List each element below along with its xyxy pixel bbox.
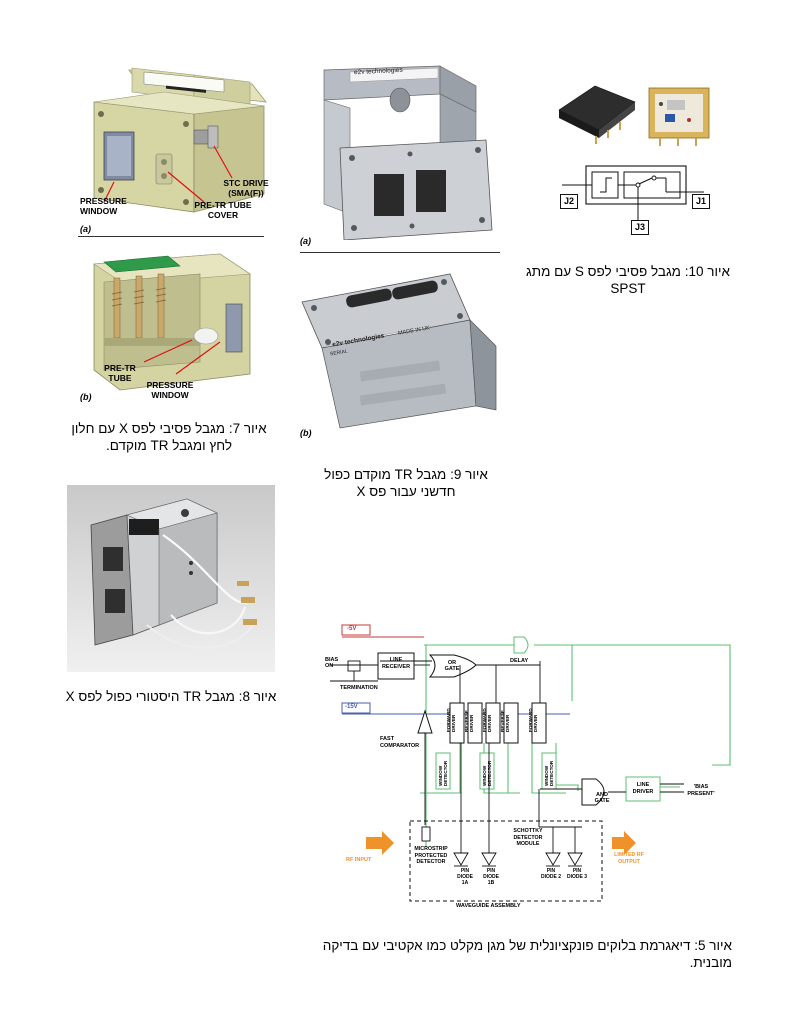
fig7a-stc-drive-label: STC DRIVE (SMA(F)) (223, 178, 269, 198)
fig9b-image (301, 273, 497, 429)
fig7-divider (78, 236, 264, 237)
fig9-divider (300, 252, 500, 253)
fig5-line-receiver-label: LINE RECEIVER (381, 657, 411, 670)
fig5-diagram (330, 624, 731, 902)
fig7b-pre-tr-tube-label: PRE-TR TUBE (104, 363, 136, 383)
fig5-delay-label: DELAY (510, 658, 529, 664)
fig7b-tag: (b) (80, 392, 92, 402)
fig7a-tag: (a) (80, 224, 91, 234)
fig7b-image (93, 253, 251, 391)
fig7a-pre-tr-cover-label: PRE-TR TUBE COVER (194, 200, 252, 220)
fig5-window-detector-1: WINDOW DETECTOR (438, 760, 448, 786)
fig7a-pressure-window-label: PRESSURE WINDOW (80, 196, 127, 216)
fig5-bias-on-label: BIAS ON (325, 657, 339, 669)
fig5-reverse-driver-2: REVERSE DRIVER (500, 710, 510, 732)
fig5-limited-rf-label: LIMITED RF OUTPUT (614, 852, 644, 865)
fig5-minus15v-label: -15V (345, 704, 358, 710)
fig10-j2-label: J2 (560, 194, 578, 209)
fig5-window-detector-2: WINDOW DETECTOR (482, 760, 492, 786)
fig5-waveguide-label: WAVEGUIDE ASSEMBLY (456, 903, 521, 909)
fig9a-image (323, 65, 493, 240)
fig5-bias-present-label: 'BIAS PRESENT' (687, 784, 715, 797)
fig5-forward-driver-3: FORWARD DRIVER (528, 708, 538, 732)
fig10-j3-label: J3 (631, 220, 649, 235)
fig9a-tag: (a) (300, 236, 311, 246)
fig7b-pressure-window-label: PRESSURE WINDOW (146, 380, 194, 400)
fig10-photo (558, 85, 710, 146)
fig5-caption: איור 5: דיאגרמת בלוקים פונקציונלית של מג… (322, 938, 732, 970)
fig5-forward-driver-1: FORWARD DRIVER (446, 708, 456, 732)
fig10-schematic (562, 165, 704, 220)
fig9-caption: איור 9: מגבל TR מוקדם כפול חדשני עבור פס… (324, 467, 488, 499)
fig7a-image (93, 67, 267, 213)
fig5-pin1b-label: PIN DIODE 1B (483, 868, 499, 886)
fig5-and-gate-label: AND GATE (594, 792, 610, 804)
fig5-minus5v-label: -5V (347, 626, 357, 632)
fig8-caption: איור 8: מגבל TR היסטורי כפול לפס X (65, 689, 277, 704)
fig7-caption: איור 7: מגבל פסיבי לפס X עם חלון לחץ ומג… (71, 421, 267, 453)
fig8-image (67, 485, 275, 672)
fig5-pin3-label: PIN DIODE 3 (566, 868, 587, 880)
fig5-schottky-label: SCHOTTKY DETECTOR MODULE (513, 828, 543, 847)
fig5-reverse-driver-1: REVERSE DRIVER (464, 710, 474, 732)
fig5-or-gate-label: OR GATE (444, 660, 460, 672)
fig5-rf-input-label: RF INPUT (346, 857, 372, 863)
fig10-caption: איור 10: מגבל פסיבי לפס S עם מתג SPST (526, 264, 730, 296)
fig5-pin1a-label: PIN DIODE 1A (457, 868, 473, 886)
fig5-window-detector-3: WINDOW DETECTOR (544, 760, 554, 786)
fig5-fast-comparator-label: FAST COMPARATOR (380, 736, 420, 749)
fig10-j1-label: J1 (692, 194, 710, 209)
fig5-forward-driver-2: FORWARD DRIVER (482, 708, 492, 732)
fig5-pin2-label: PIN DIODE 2 (540, 868, 561, 880)
fig5-microstrip-label: MICROSTRIP PROTECTED DETECTOR (414, 846, 448, 865)
fig5-line-driver-label: LINE DRIVER (632, 782, 654, 795)
fig9b-tag: (b) (300, 428, 312, 438)
fig5-termination-label: TERMINATION (340, 685, 378, 691)
